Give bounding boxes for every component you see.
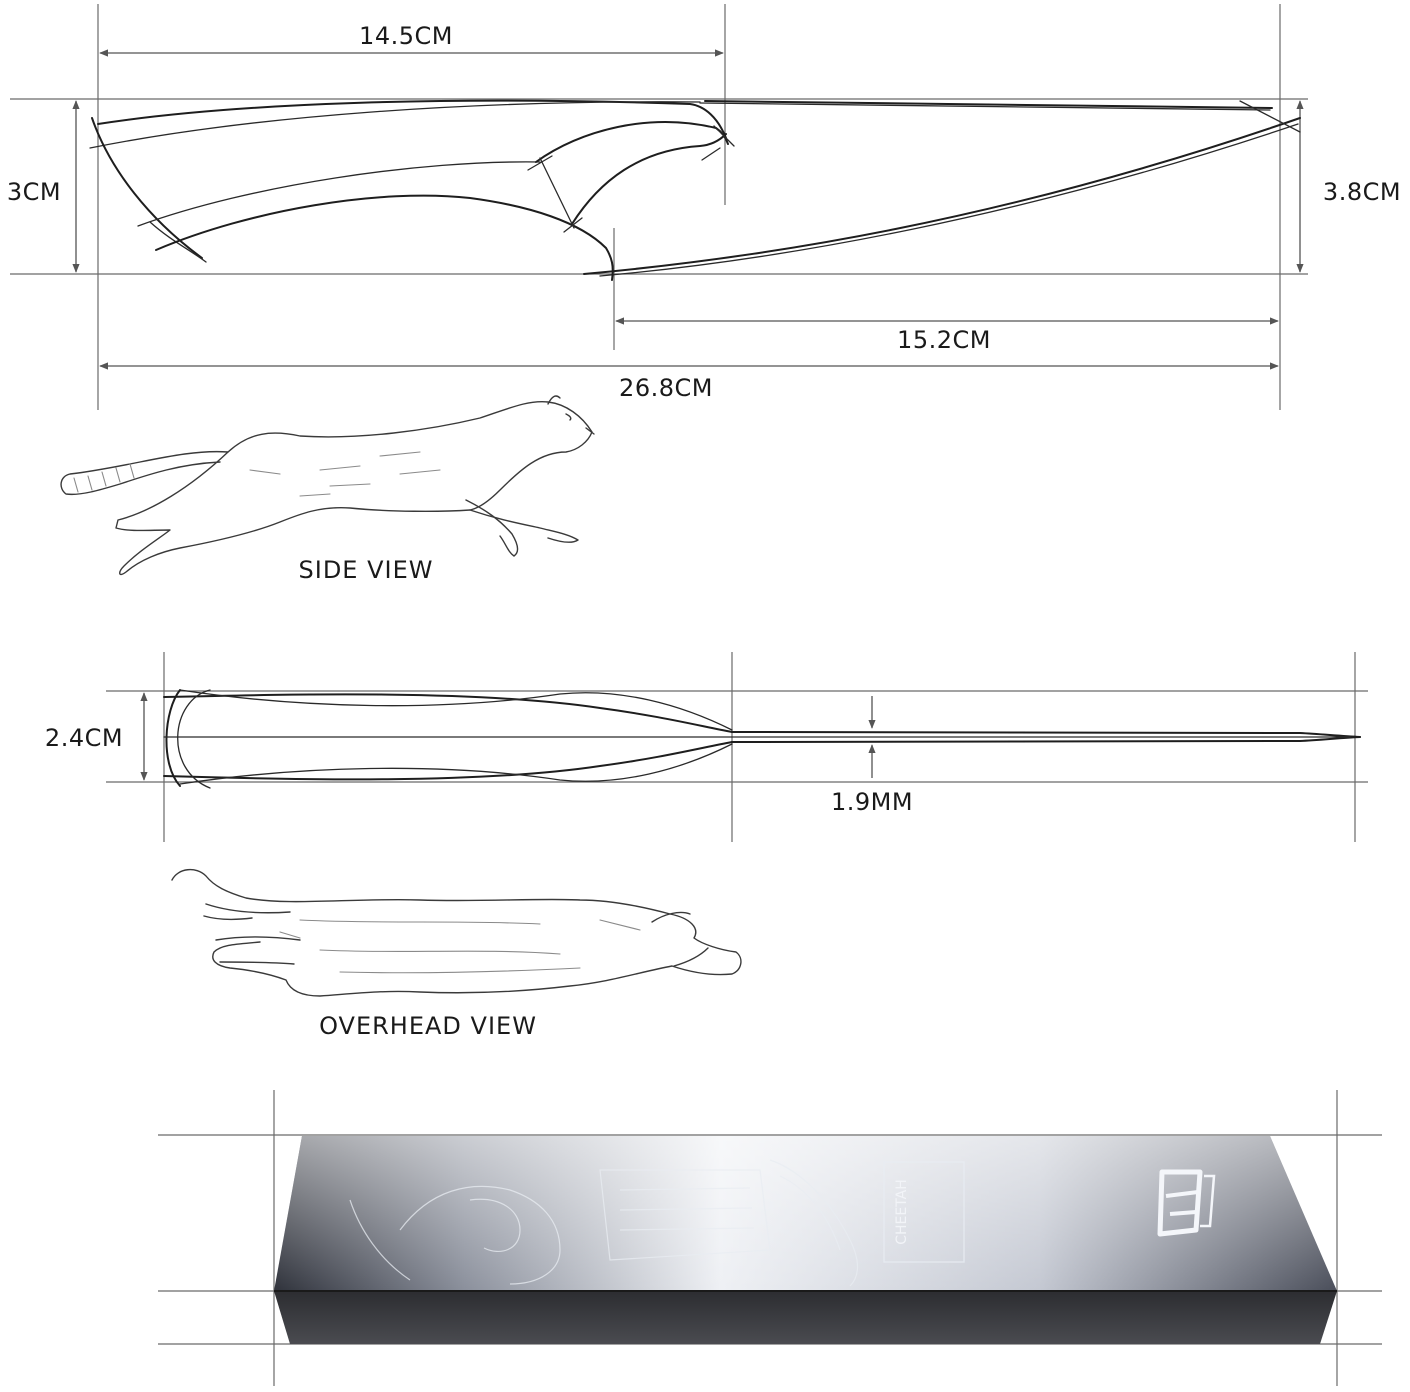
handle-length-label: 14.5CM	[359, 22, 453, 50]
cheetah-overhead-illustration: OVERHEAD VIEW	[171, 869, 742, 1040]
box-brand-emblem-icon	[1157, 1169, 1216, 1237]
side-view-label: SIDE VIEW	[299, 556, 434, 584]
gift-box-front	[274, 1291, 1337, 1344]
box-etched-artwork	[349, 1159, 859, 1287]
blade-thickness-label: 1.9MM	[831, 788, 913, 816]
side-view-section: 14.5CM 3CM 3.8CM 15.2CM 26.8CM	[7, 4, 1401, 410]
knife-side-profile	[89, 99, 1301, 281]
overhead-view-section: 2.4CM 1.9MM	[45, 652, 1368, 842]
total-length-label: 26.8CM	[619, 374, 713, 402]
overhead-view-label: OVERHEAD VIEW	[319, 1012, 537, 1040]
handle-width-label: 2.4CM	[45, 724, 123, 752]
cheetah-side-illustration: SIDE VIEW	[60, 395, 595, 584]
gift-box-section: CHEETAH	[158, 1090, 1382, 1386]
box-brand-text: CHEETAH	[894, 1179, 910, 1245]
handle-height-label: 3CM	[7, 178, 61, 206]
knife-overhead-profile	[163, 689, 1361, 789]
box-product-plate: CHEETAH	[883, 1161, 965, 1263]
blade-height-label: 3.8CM	[1323, 178, 1401, 206]
blade-length-label: 15.2CM	[897, 326, 991, 354]
